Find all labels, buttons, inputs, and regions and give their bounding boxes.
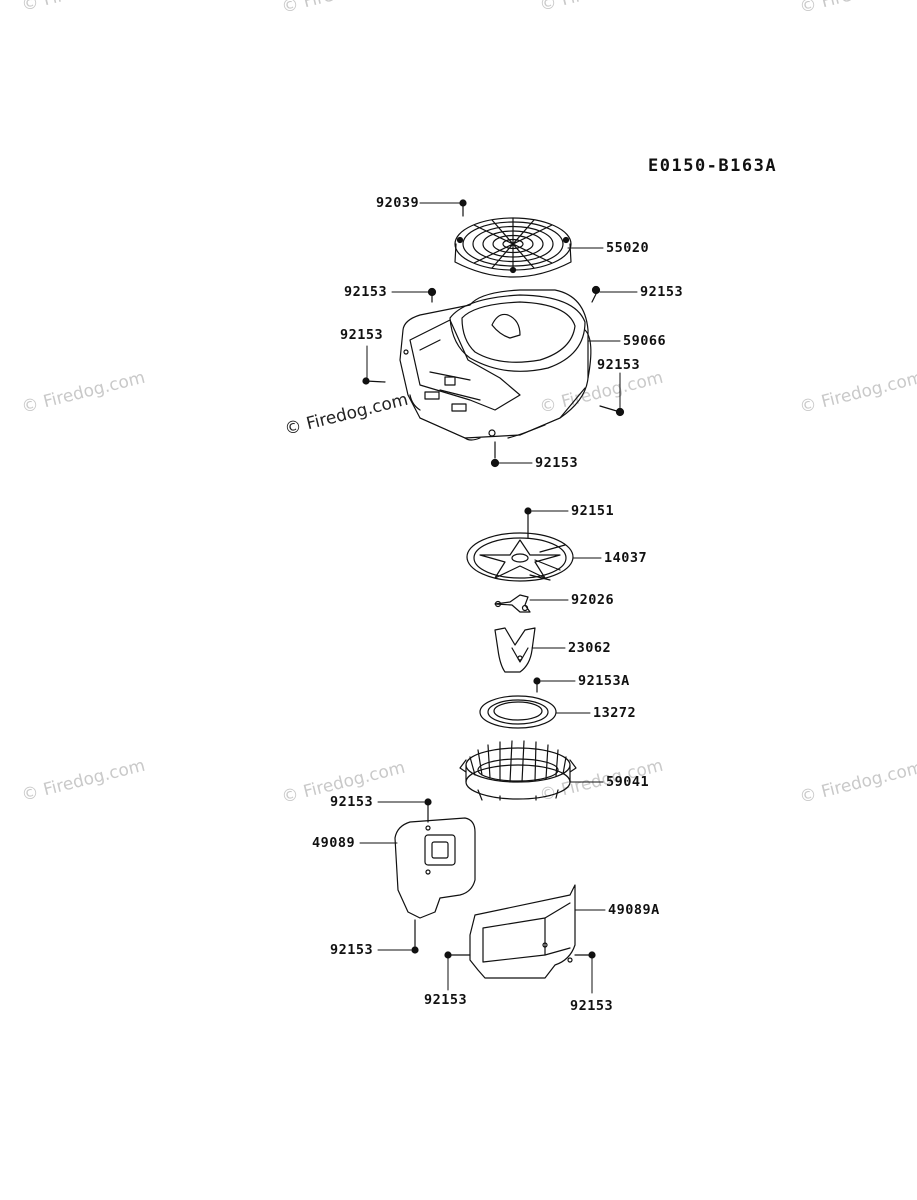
callout-55020: 55020 xyxy=(606,240,650,256)
callout-92153: 92153 xyxy=(570,998,614,1014)
bracket-part-23062 xyxy=(494,627,536,673)
screen-part-55020 xyxy=(454,217,572,278)
callout-49089A: 49089A xyxy=(608,902,660,918)
callout-49089: 49089 xyxy=(312,835,356,851)
callout-92153: 92153 xyxy=(597,357,641,373)
callout-59066: 59066 xyxy=(623,333,667,349)
callout-92153: 92153 xyxy=(344,284,388,300)
callout-13272: 13272 xyxy=(593,705,637,721)
leader-lines xyxy=(359,202,638,994)
callout-92153: 92153 xyxy=(340,327,384,343)
shroud-part-59066 xyxy=(399,289,592,441)
callout-92153: 92153 xyxy=(330,942,374,958)
impeller-part-59041 xyxy=(459,740,577,801)
callout-92151: 92151 xyxy=(571,503,615,519)
cover-part-49089 xyxy=(394,798,476,954)
fasteners-top xyxy=(362,199,625,468)
callout-14037: 14037 xyxy=(604,550,648,566)
callout-92153: 92153 xyxy=(535,455,579,471)
callout-92153A: 92153A xyxy=(578,673,630,689)
ring-part-13272 xyxy=(479,677,557,729)
callout-92039: 92039 xyxy=(376,195,420,211)
fan-part-14037 xyxy=(466,507,574,582)
callout-23062: 23062 xyxy=(568,640,612,656)
diagram-code: E0150-B163A xyxy=(648,156,778,176)
callout-92026: 92026 xyxy=(571,592,615,608)
callout-92153: 92153 xyxy=(640,284,684,300)
callout-59041: 59041 xyxy=(606,774,650,790)
callout-92153: 92153 xyxy=(330,794,374,810)
callout-92153: 92153 xyxy=(424,992,468,1008)
cover-part-49089A xyxy=(444,884,596,979)
plate-part-92026 xyxy=(494,594,531,613)
